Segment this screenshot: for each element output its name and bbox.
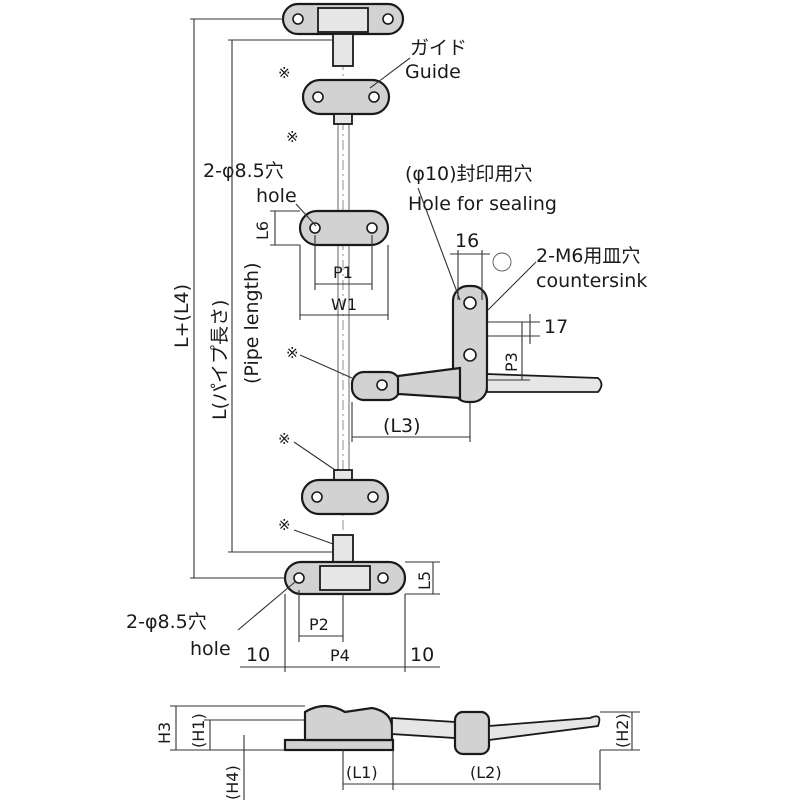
dim-H2: (H2) (613, 713, 632, 748)
bottom-end-bracket (283, 534, 407, 596)
dim-P1: P1 (333, 263, 353, 282)
countersink-label: countersink (536, 270, 647, 292)
hole-bottom-label: hole (190, 638, 231, 660)
dim-17: 17 (544, 316, 568, 338)
asterisk-4: ※ (278, 430, 291, 448)
dim-10-left: 10 (246, 644, 270, 666)
dim-P3: P3 (502, 352, 521, 372)
countersink-spec: 2-M6用皿穴 (536, 245, 640, 267)
guide-bracket-2 (298, 209, 390, 247)
asterisk-2: ※ (286, 128, 299, 146)
dim-L3: (L3) (383, 415, 421, 437)
dim-W1: W1 (331, 295, 357, 314)
dim-L1: (L1) (346, 763, 378, 782)
hole-bottom-spec: 2-φ8.5穴 (126, 611, 207, 633)
dim-H4: (H4) (223, 765, 242, 800)
dim-H1: (H1) (189, 713, 208, 748)
countersink-leader (487, 261, 537, 311)
hole-bottom-leader (237, 581, 296, 631)
latch-handle (350, 366, 603, 402)
guide-label-jp: ガイド (410, 37, 467, 59)
asterisk-5: ※ (278, 516, 291, 534)
seal-spec: (φ10)封印用穴 (405, 163, 533, 185)
seal-label: Hole for sealing (408, 193, 557, 215)
dim-L6: L6 (253, 221, 272, 240)
guide-leader (369, 57, 411, 89)
dim-16: 16 (455, 230, 479, 252)
guide-bracket-1 (301, 78, 391, 125)
dim-10-right: 10 (410, 644, 434, 666)
hole-top-label: hole (256, 185, 297, 207)
hole-top-spec: 2-φ8.5穴 (203, 160, 284, 182)
dim-L2: (L2) (470, 763, 502, 782)
asterisk-1: ※ (278, 64, 291, 82)
guide-bracket-3 (300, 469, 390, 516)
asterisk-3: ※ (286, 344, 299, 362)
seal-leader (417, 187, 461, 301)
dim-H3: H3 (155, 722, 174, 744)
seal-hole-hint (492, 252, 512, 272)
dim-L-L4: L+(L4) (171, 284, 193, 348)
latch-block (451, 284, 489, 404)
dim-L5: L5 (415, 571, 434, 590)
dim-P4: P4 (330, 646, 350, 665)
guide-label-en: Guide (405, 61, 461, 83)
dim-pipe-length: (Pipe length) (241, 263, 263, 385)
side-view (283, 704, 601, 756)
dim-L-jp: L(パイプ長さ) (209, 300, 231, 420)
dim-P2: P2 (309, 615, 329, 634)
top-end-bracket (281, 2, 405, 67)
hole-top-leader (295, 203, 317, 227)
